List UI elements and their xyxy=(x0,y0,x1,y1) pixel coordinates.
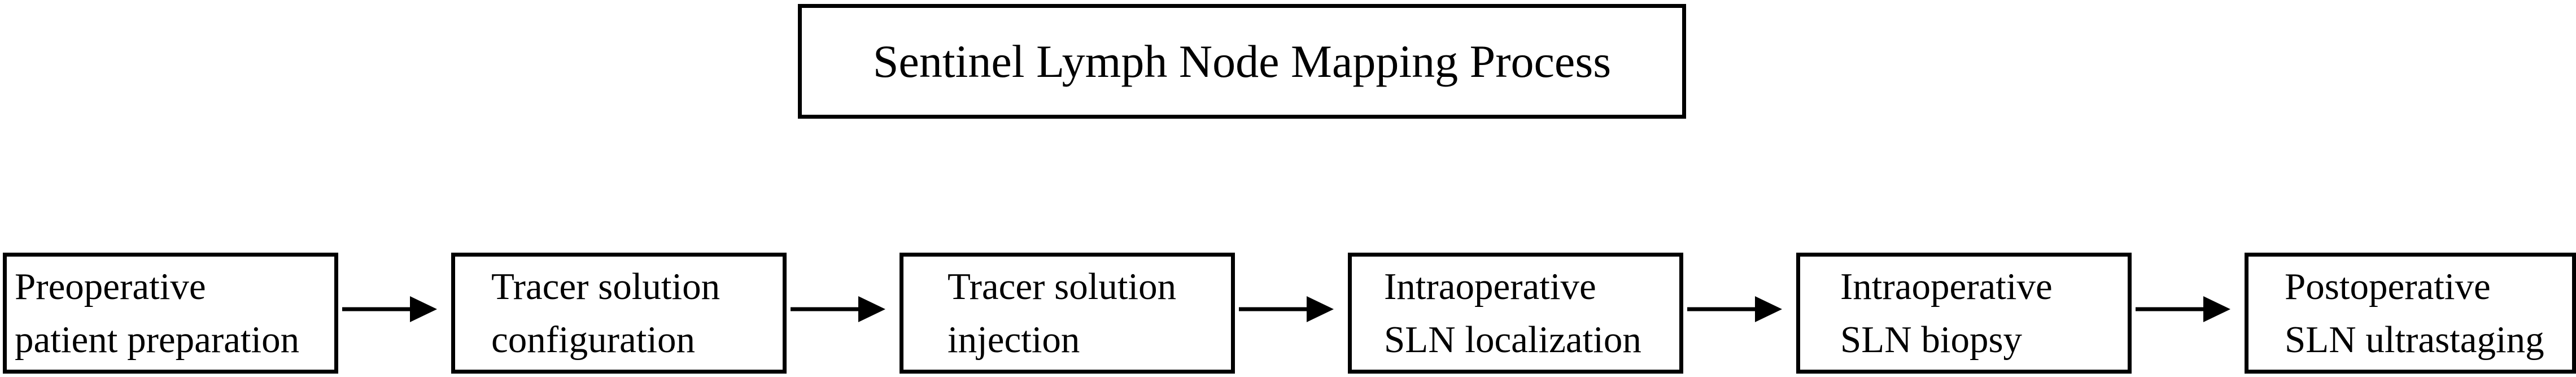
step-label-line-2: SLN ultrastaging xyxy=(2285,319,2544,361)
step-label-line-2: SLN biopsy xyxy=(1840,319,2023,361)
step-label-line-2: SLN localization xyxy=(1384,319,1641,361)
step-box-sln-ultrastaging: Postoperative SLN ultrastaging xyxy=(2245,253,2576,374)
step-box-preoperative-preparation: Preoperative patient preparation xyxy=(3,253,338,374)
step-label-line-1: Postoperative xyxy=(2285,266,2491,307)
flow-arrow-1 xyxy=(342,296,437,322)
flow-arrow-2 xyxy=(791,296,885,322)
step-box-sln-biopsy: Intraoperative SLN biopsy xyxy=(1796,253,2132,374)
step-label-line-1: Preoperative xyxy=(15,266,206,307)
step-label-line-1: Tracer solution xyxy=(948,266,1177,307)
diagram-title: Sentinel Lymph Node Mapping Process xyxy=(872,35,1612,87)
step-label-line-1: Tracer solution xyxy=(491,266,721,307)
step-label-line-1: Intraoperative xyxy=(1384,266,1596,307)
step-box-sln-localization: Intraoperative SLN localization xyxy=(1348,253,1683,374)
step-box-tracer-injection: Tracer solution injection xyxy=(900,253,1235,374)
title-box: Sentinel Lymph Node Mapping Process xyxy=(798,4,1686,119)
flow-arrow-3 xyxy=(1239,296,1334,322)
step-label-line-2: injection xyxy=(948,319,1080,361)
step-label-line-2: configuration xyxy=(491,319,695,361)
step-box-tracer-configuration: Tracer solution configuration xyxy=(451,253,787,374)
flow-arrow-5 xyxy=(2136,296,2230,322)
flow-arrow-4 xyxy=(1687,296,1782,322)
step-label-line-1: Intraoperative xyxy=(1840,266,2053,307)
step-label-line-2: patient preparation xyxy=(15,319,300,361)
